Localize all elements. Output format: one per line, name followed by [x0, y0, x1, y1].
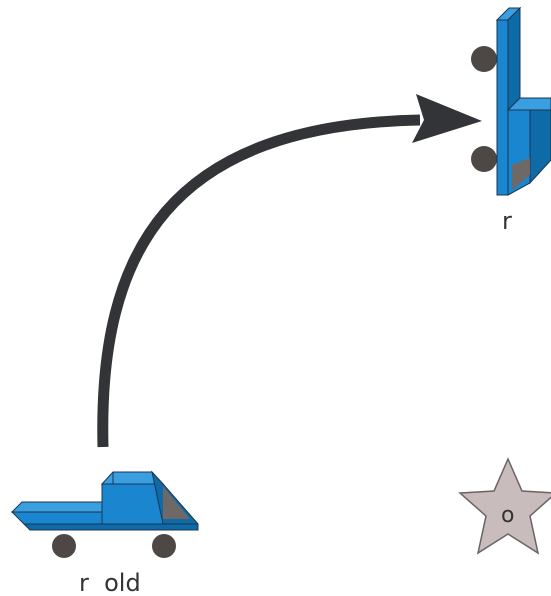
arrow-head-icon [412, 94, 482, 143]
truck-cab [102, 484, 163, 524]
star-object: o [460, 459, 551, 553]
truck-old: r old [12, 472, 198, 596]
wheel-rear [52, 534, 76, 558]
wheel-top [471, 46, 497, 72]
arrow-shaft [103, 120, 420, 447]
truck-cab-side [530, 110, 551, 183]
truck-bed [12, 512, 102, 524]
curved-arrow [103, 94, 482, 447]
truck-bed-front [497, 20, 508, 195]
truck-chassis [24, 524, 198, 530]
star-label: o [501, 503, 514, 528]
truck-old-label: r old [79, 569, 141, 596]
truck-new: r [471, 8, 551, 235]
truck-new-label: r [502, 207, 512, 235]
wheel-bottom [471, 146, 497, 172]
wheel-front [152, 534, 176, 558]
truck-bed-top [12, 502, 112, 512]
